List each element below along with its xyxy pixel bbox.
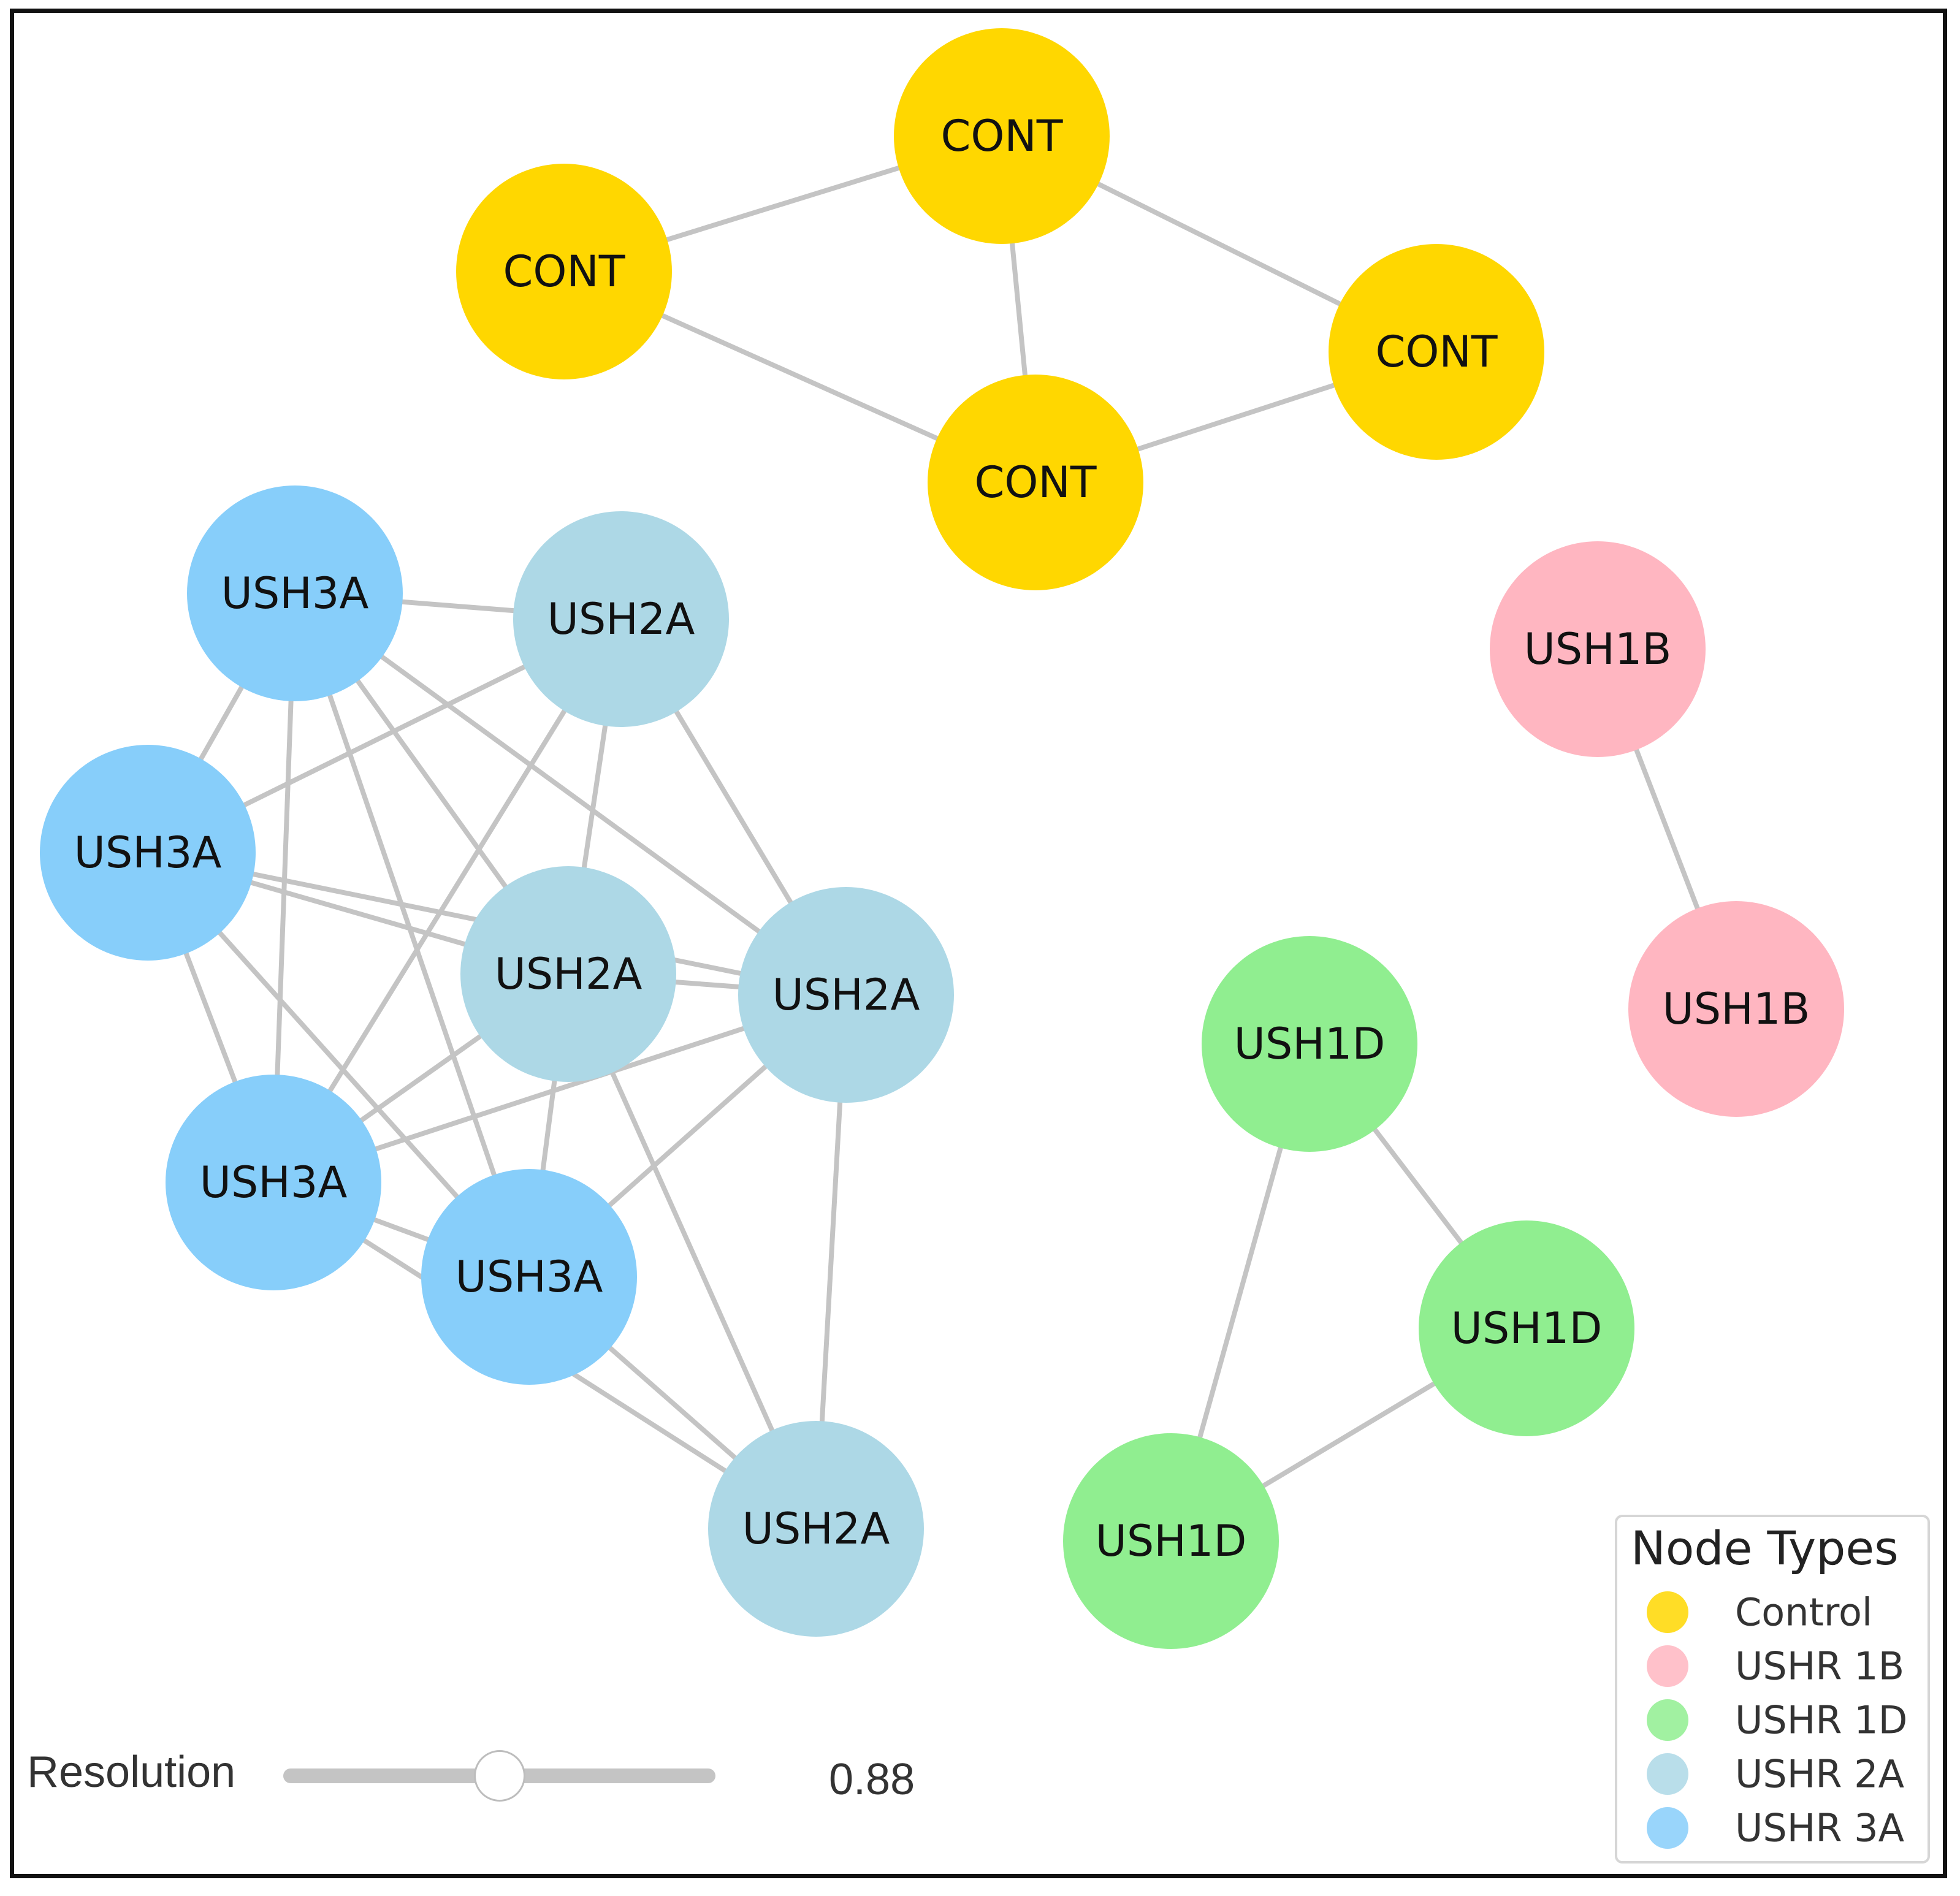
legend-label: USHR 1D — [1735, 1698, 1907, 1743]
node-a2_top[interactable]: USH2A — [513, 511, 729, 727]
node-b_top[interactable]: USH1B — [1490, 541, 1706, 757]
node-a3_lower[interactable]: USH3A — [166, 1075, 381, 1290]
node-c_bottom[interactable]: CONT — [928, 375, 1143, 590]
node-circle[interactable] — [928, 375, 1143, 590]
node-circle[interactable] — [738, 887, 954, 1103]
legend-box — [1615, 1515, 1930, 1864]
node-label: USH1D — [1096, 1516, 1247, 1566]
node-circle[interactable] — [421, 1169, 637, 1385]
node-circle[interactable] — [40, 745, 256, 961]
edge-a3_top-a2_right — [293, 591, 848, 997]
node-circle[interactable] — [894, 28, 1110, 244]
node-d_right[interactable]: USH1D — [1419, 1220, 1634, 1436]
node-label: USH3A — [456, 1252, 603, 1302]
node-a3_left[interactable]: USH3A — [40, 745, 256, 961]
legend-swatch — [1647, 1699, 1688, 1741]
node-circle[interactable] — [1628, 901, 1844, 1117]
node-label: USH2A — [742, 1504, 890, 1554]
legend-label: Control — [1735, 1590, 1872, 1635]
node-label: USH2A — [772, 970, 920, 1020]
legend-swatch — [1647, 1591, 1688, 1633]
node-d_bottom[interactable]: USH1D — [1063, 1433, 1279, 1649]
legend-swatch — [1647, 1807, 1688, 1849]
resolution-label: Resolution — [27, 1748, 236, 1797]
nodes: CONT CONT CONT CONT USH1B USH1B USH1D USH1D USH1… — [40, 28, 1844, 1649]
legend-item: USHR 1B — [1647, 1644, 1904, 1689]
node-d_top[interactable]: USH1D — [1202, 936, 1417, 1152]
legend-item: USHR 3A — [1647, 1806, 1904, 1851]
node-a2_right[interactable]: USH2A — [738, 887, 954, 1103]
legend-label: USHR 1B — [1735, 1644, 1904, 1689]
resolution-value: 0.88 — [829, 1755, 915, 1804]
node-circle[interactable] — [187, 485, 403, 701]
node-label: USH1D — [1451, 1303, 1603, 1353]
legend-item: USHR 1D — [1647, 1698, 1907, 1743]
node-label: CONT — [940, 111, 1062, 161]
node-circle[interactable] — [460, 866, 676, 1082]
node-circle[interactable] — [456, 164, 672, 379]
node-label: USH2A — [495, 949, 643, 999]
node-label: USH1B — [1663, 984, 1810, 1034]
node-c_left[interactable]: CONT — [456, 164, 672, 379]
node-circle[interactable] — [1329, 244, 1544, 460]
node-c_top[interactable]: CONT — [894, 28, 1110, 244]
node-a3_mid[interactable]: USH3A — [421, 1169, 637, 1385]
node-b_bottom[interactable]: USH1B — [1628, 901, 1844, 1117]
node-a3_top[interactable]: USH3A — [187, 485, 403, 701]
legend-title: Node Types — [1631, 1521, 1899, 1575]
figure-frame — [10, 9, 1947, 1878]
node-label: USH1D — [1234, 1019, 1386, 1069]
node-label: USH1B — [1524, 624, 1672, 674]
legend-label: USHR 2A — [1735, 1752, 1904, 1797]
node-circle[interactable] — [1419, 1220, 1634, 1436]
node-c_right[interactable]: CONT — [1329, 244, 1544, 460]
node-label: USH3A — [200, 1157, 348, 1208]
node-circle[interactable] — [513, 511, 729, 727]
edge-a3_top-a3_mid — [292, 592, 532, 1278]
legend-swatch — [1647, 1645, 1688, 1687]
node-circle[interactable] — [1490, 541, 1706, 757]
node-circle[interactable] — [1063, 1433, 1279, 1649]
node-label: CONT — [1375, 327, 1497, 377]
legend-item: Control — [1647, 1590, 1872, 1635]
resolution-slider-thumb[interactable] — [473, 1750, 525, 1802]
node-label: CONT — [974, 457, 1096, 508]
node-circle[interactable] — [1202, 936, 1417, 1152]
legend-item: USHR 2A — [1647, 1752, 1904, 1797]
node-label: USH3A — [74, 828, 222, 878]
node-circle[interactable] — [166, 1075, 381, 1290]
node-label: USH2A — [547, 594, 695, 644]
legend-swatch — [1647, 1753, 1688, 1795]
node-label: CONT — [503, 246, 625, 297]
node-a2_bottom[interactable]: USH2A — [708, 1421, 924, 1637]
legend-label: USHR 3A — [1735, 1806, 1904, 1851]
edge-a2_top-a3_lower — [271, 617, 623, 1184]
node-a2_center[interactable]: USH2A — [460, 866, 676, 1082]
node-circle[interactable] — [708, 1421, 924, 1637]
node-label: USH3A — [221, 568, 369, 619]
